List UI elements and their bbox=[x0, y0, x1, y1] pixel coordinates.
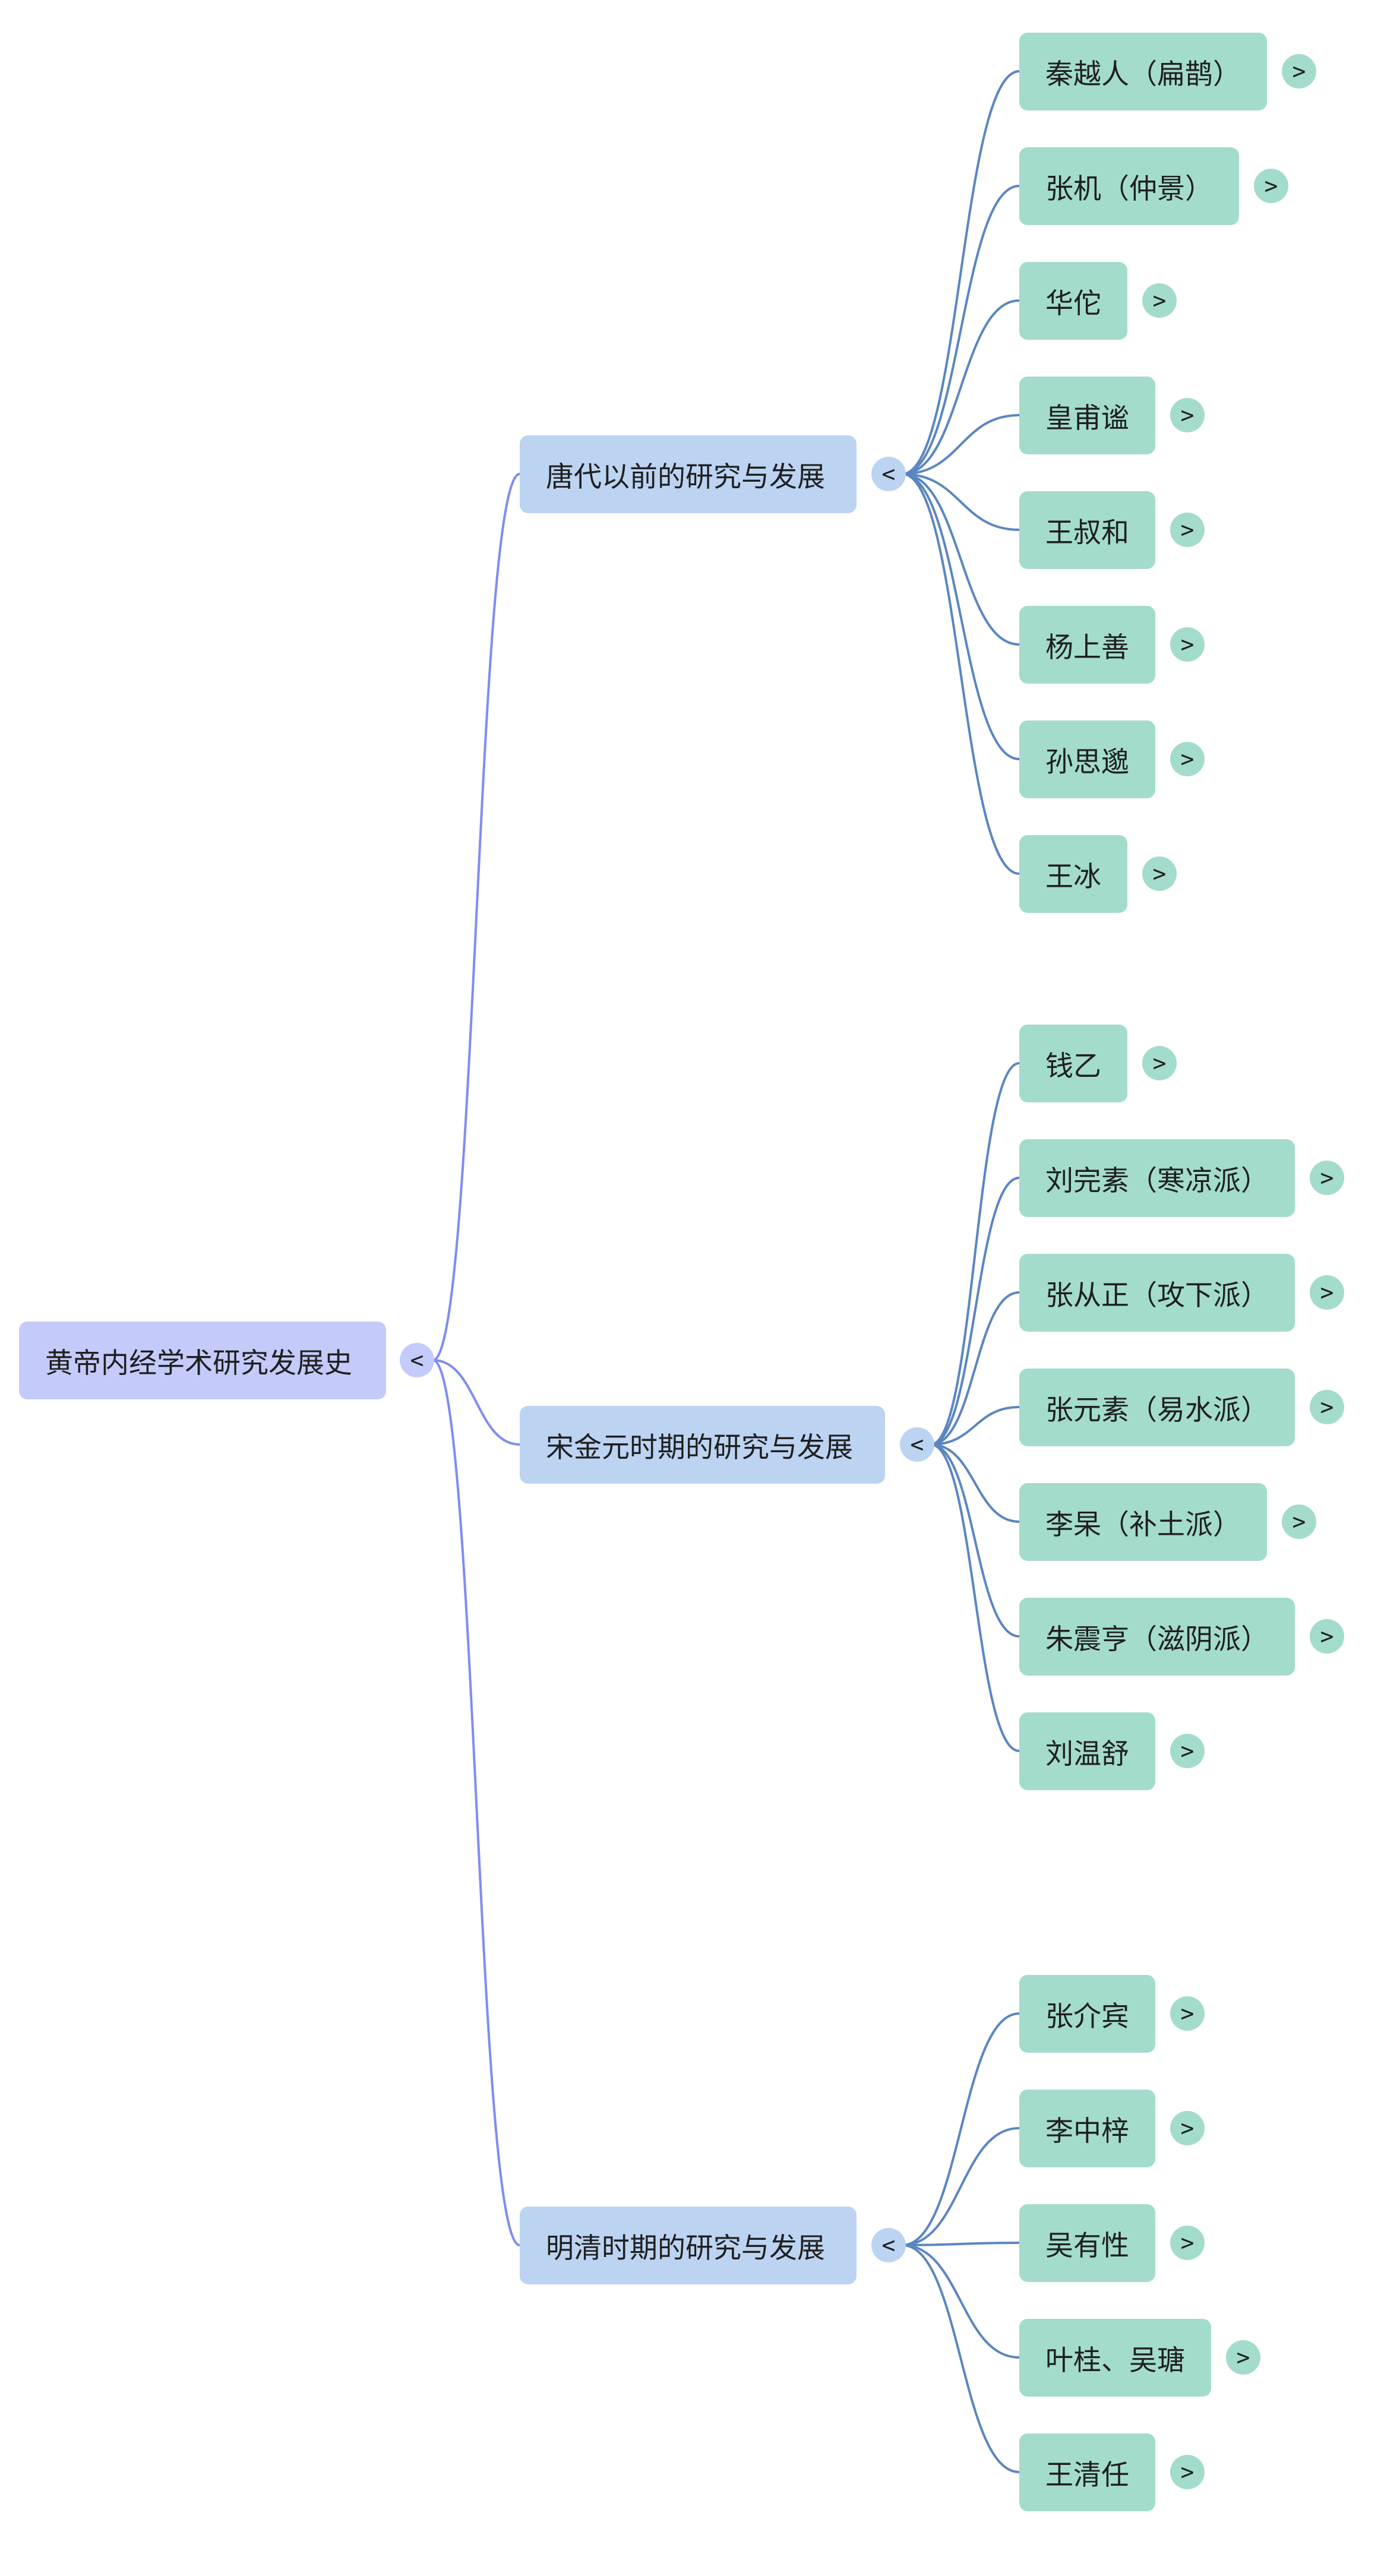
leaf-node[interactable]: 吴有性 bbox=[1019, 2204, 1155, 2282]
leaf-node[interactable]: 李中梓 bbox=[1019, 2089, 1155, 2167]
root-link-1 bbox=[432, 1359, 520, 1446]
branch-2-link-2 bbox=[902, 2242, 1020, 2246]
leaf-expand-toggle[interactable]: > bbox=[1170, 513, 1205, 547]
root-link-0 bbox=[432, 473, 520, 1361]
branch-node-2-label: 明清时期的研究与发展 bbox=[546, 2232, 825, 2265]
leaf-node[interactable]: 皇甫谧 bbox=[1019, 376, 1155, 454]
leaf-expand-toggle[interactable]: > bbox=[1142, 283, 1177, 318]
branch-1-link-4 bbox=[930, 1443, 1020, 1523]
branch-0-link-0 bbox=[902, 70, 1020, 475]
leaf-expand-toggle[interactable]: > bbox=[1310, 1619, 1344, 1654]
leaf-expand-toggle[interactable]: > bbox=[1282, 54, 1316, 88]
root-node-label: 黄帝内经学术研究发展史 bbox=[45, 1347, 352, 1380]
branch-collapse-toggle-0[interactable]: < bbox=[871, 457, 906, 491]
leaf-node[interactable]: 张机（仲景） bbox=[1019, 147, 1239, 225]
leaf-expand-toggle[interactable]: > bbox=[1170, 2455, 1205, 2489]
leaf-expand-toggle[interactable]: > bbox=[1310, 1161, 1344, 1195]
leaf-node[interactable]: 王叔和 bbox=[1019, 491, 1155, 569]
leaf-node[interactable]: 张介宾 bbox=[1019, 1974, 1155, 2053]
root-collapse-toggle[interactable]: < bbox=[400, 1343, 434, 1377]
leaf-expand-toggle[interactable]: > bbox=[1254, 169, 1288, 203]
branch-0-link-1 bbox=[902, 185, 1020, 475]
branch-1-link-5 bbox=[930, 1443, 1020, 1638]
leaf-node-label: 刘完素（寒凉派） bbox=[1045, 1164, 1269, 1197]
leaf-node-label: 孙思邈 bbox=[1045, 745, 1129, 779]
leaf-expand-toggle[interactable]: > bbox=[1170, 2111, 1205, 2145]
branch-2-link-1 bbox=[902, 2127, 1020, 2246]
root-link-2 bbox=[432, 1359, 520, 2246]
leaf-node-label: 王清任 bbox=[1045, 2458, 1129, 2492]
leaf-expand-toggle[interactable]: > bbox=[1142, 856, 1177, 891]
root-node[interactable]: 黄帝内经学术研究发展史 bbox=[19, 1321, 386, 1399]
branch-2-link-4 bbox=[902, 2244, 1020, 2473]
leaf-node[interactable]: 杨上善 bbox=[1019, 605, 1155, 684]
leaf-node-label: 钱乙 bbox=[1045, 1050, 1101, 1083]
leaf-expand-toggle[interactable]: > bbox=[1142, 1046, 1177, 1080]
branch-node-1[interactable]: 宋金元时期的研究与发展 bbox=[520, 1405, 885, 1484]
branch-1-link-1 bbox=[930, 1177, 1020, 1446]
leaf-node[interactable]: 华佗 bbox=[1019, 261, 1127, 340]
leaf-node[interactable]: 刘完素（寒凉派） bbox=[1019, 1139, 1295, 1217]
branch-node-0-label: 唐代以前的研究与发展 bbox=[546, 460, 825, 494]
branch-2-link-0 bbox=[902, 2012, 1020, 2246]
branch-0-link-3 bbox=[902, 414, 1020, 475]
leaf-node[interactable]: 李杲（补土派） bbox=[1019, 1483, 1267, 1561]
leaf-node[interactable]: 钱乙 bbox=[1019, 1024, 1127, 1102]
leaf-node-label: 秦越人（扁鹊） bbox=[1045, 58, 1241, 91]
leaf-node-label: 华佗 bbox=[1045, 287, 1101, 320]
leaf-node[interactable]: 叶桂、吴瑭 bbox=[1019, 2318, 1211, 2397]
leaf-expand-toggle[interactable]: > bbox=[1170, 1734, 1205, 1768]
leaf-expand-toggle[interactable]: > bbox=[1310, 1390, 1344, 1424]
branch-collapse-toggle-2[interactable]: < bbox=[871, 2228, 906, 2262]
leaf-node-label: 张机（仲景） bbox=[1045, 172, 1213, 206]
leaf-node[interactable]: 张元素（易水派） bbox=[1019, 1368, 1295, 1446]
branch-1-link-6 bbox=[930, 1443, 1020, 1752]
leaf-node[interactable]: 刘温舒 bbox=[1019, 1712, 1155, 1790]
leaf-expand-toggle[interactable]: > bbox=[1170, 627, 1205, 662]
branch-node-0[interactable]: 唐代以前的研究与发展 bbox=[520, 435, 857, 513]
branch-2-link-3 bbox=[902, 2244, 1020, 2359]
branch-0-link-2 bbox=[902, 299, 1020, 475]
leaf-node-label: 张元素（易水派） bbox=[1045, 1393, 1269, 1427]
leaf-node-label: 李中梓 bbox=[1045, 2114, 1129, 2148]
branch-0-link-5 bbox=[902, 473, 1020, 646]
leaf-node-label: 张介宾 bbox=[1045, 2000, 1129, 2033]
leaf-node-label: 李杲（补土派） bbox=[1045, 1508, 1241, 1541]
leaf-node-label: 皇甫谧 bbox=[1045, 402, 1129, 435]
leaf-node[interactable]: 秦越人（扁鹊） bbox=[1019, 32, 1267, 110]
branch-collapse-toggle-1[interactable]: < bbox=[900, 1427, 934, 1462]
branch-node-2[interactable]: 明清时期的研究与发展 bbox=[520, 2206, 857, 2284]
branch-0-link-7 bbox=[902, 473, 1020, 875]
branch-1-link-3 bbox=[930, 1406, 1020, 1446]
leaf-expand-toggle[interactable]: > bbox=[1170, 1996, 1205, 2031]
leaf-node-label: 吴有性 bbox=[1045, 2229, 1129, 2262]
leaf-node-label: 叶桂、吴瑭 bbox=[1045, 2344, 1185, 2377]
branch-node-1-label: 宋金元时期的研究与发展 bbox=[546, 1431, 853, 1464]
leaf-expand-toggle[interactable]: > bbox=[1226, 2340, 1260, 2375]
branch-1-link-2 bbox=[930, 1291, 1020, 1446]
branch-0-link-4 bbox=[902, 473, 1020, 531]
leaf-node[interactable]: 王清任 bbox=[1019, 2433, 1155, 2511]
leaf-node[interactable]: 王冰 bbox=[1019, 835, 1127, 913]
leaf-expand-toggle[interactable]: > bbox=[1282, 1504, 1316, 1539]
leaf-node-label: 刘温舒 bbox=[1045, 1737, 1129, 1771]
leaf-node[interactable]: 孙思邈 bbox=[1019, 720, 1155, 798]
branch-1-link-0 bbox=[930, 1062, 1020, 1446]
leaf-expand-toggle[interactable]: > bbox=[1310, 1275, 1344, 1310]
branch-0-link-6 bbox=[902, 473, 1020, 760]
leaf-node[interactable]: 张从正（攻下派） bbox=[1019, 1253, 1295, 1332]
leaf-node-label: 王冰 bbox=[1045, 860, 1101, 893]
leaf-expand-toggle[interactable]: > bbox=[1170, 2226, 1205, 2260]
leaf-node-label: 王叔和 bbox=[1045, 516, 1129, 549]
leaf-node[interactable]: 朱震亨（滋阴派） bbox=[1019, 1597, 1295, 1676]
leaf-expand-toggle[interactable]: > bbox=[1170, 742, 1205, 776]
leaf-node-label: 张从正（攻下派） bbox=[1045, 1279, 1269, 1312]
leaf-node-label: 朱震亨（滋阴派） bbox=[1045, 1623, 1269, 1656]
leaf-node-label: 杨上善 bbox=[1045, 631, 1129, 664]
leaf-expand-toggle[interactable]: > bbox=[1170, 398, 1205, 432]
